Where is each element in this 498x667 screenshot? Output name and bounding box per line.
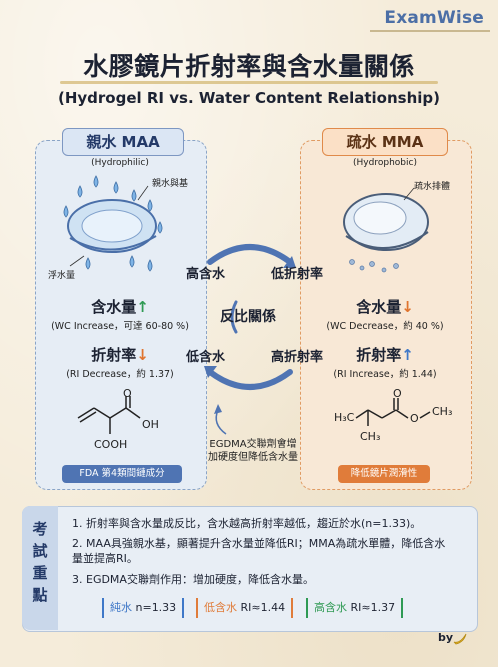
banana-icon xyxy=(453,633,467,645)
page-title: 水膠鏡片折射率與含水量關係 xyxy=(83,52,415,81)
key-point-3: 3. EGDMA交聯劑作用：增加硬度，降低含水量。 xyxy=(72,573,314,586)
chip-low-water-value: RI≈1.44 xyxy=(240,601,286,614)
mma-structure xyxy=(355,398,431,426)
cycle-high-water: 高含水 xyxy=(186,267,226,282)
left-wc-row: 含水量↑ xyxy=(35,296,205,317)
hydrophilic-tag: FDA 第4類間鏈成分 xyxy=(62,465,182,483)
cycle-center-inverse: 反比關係 xyxy=(220,309,276,325)
right-wc-label: 含水量 xyxy=(356,298,402,316)
maa-cooh-label: COOH xyxy=(94,438,128,451)
hydrophobic-lens-illustration xyxy=(343,187,429,273)
maa-oh-label: OH xyxy=(142,418,159,431)
left-wc-note: (WC Increase，可達 60-80 %) xyxy=(51,321,189,332)
hydrophilic-lens-illustration xyxy=(63,175,163,272)
left-wc-label: 含水量 xyxy=(91,298,137,316)
brand-logo: ExamWise xyxy=(384,8,484,28)
left-ri-label: 折射率 xyxy=(91,346,137,364)
inverse-relationship-cycle xyxy=(207,244,293,390)
key-point-1: 1. 折射率與含水量成反比，含水越高折射率越低，趨近於水(n=1.33)。 xyxy=(72,517,422,530)
left-ri-note: (RI Decrease，約 1.37) xyxy=(66,369,174,380)
hydrophobic-group-label: 疏水排體 xyxy=(414,182,451,192)
chip-pure-water: 純水 n=1.33 xyxy=(102,598,185,618)
chip-high-water: 高含水 RI≈1.37 xyxy=(306,598,404,618)
key-heading-char-4: 點 xyxy=(32,586,48,604)
right-wc-row: 含水量↓ xyxy=(300,296,470,317)
chip-pure-water-key: 純水 xyxy=(110,601,132,614)
hydrophilic-title: 親水 MAA xyxy=(62,128,184,156)
mma-h3c-label: H₃C xyxy=(334,411,355,424)
right-wc-note: (WC Decrease，約 40 %) xyxy=(326,321,444,332)
chip-pure-water-value: n=1.33 xyxy=(135,601,177,614)
left-ri-arrow: ↓ xyxy=(136,346,149,364)
right-ri-note: (RI Increase，約 1.44) xyxy=(333,369,437,380)
cycle-low-ri: 低折射率 xyxy=(271,267,324,282)
right-wc-arrow: ↓ xyxy=(401,298,414,316)
mma-o-top-label: O xyxy=(393,387,402,400)
egdma-note: EGDMA交聯劑會增加硬度但降低含水量 xyxy=(208,439,298,463)
chip-low-water-key: 低含水 xyxy=(204,601,237,614)
right-ri-label: 折射率 xyxy=(356,346,402,364)
maa-structure xyxy=(77,396,141,434)
hydrophilic-panel xyxy=(35,140,207,490)
cycle-arrowheads xyxy=(204,256,296,378)
key-heading-char-1: 考 xyxy=(32,520,48,538)
key-points-tab xyxy=(22,506,58,630)
byline: by xyxy=(438,631,454,644)
mma-ch3-bottom-label: CH₃ xyxy=(360,430,381,443)
hydrophilic-group-label: 親水與基 xyxy=(152,179,189,189)
hydrophilic-subtitle: (Hydrophilic) xyxy=(91,158,149,168)
maa-o-label: O xyxy=(123,387,132,400)
cycle-high-ri: 高折射率 xyxy=(271,350,324,365)
chip-high-water-key: 高含水 xyxy=(314,601,347,614)
hydrophobic-tag: 降低鏡片潤滑性 xyxy=(338,465,430,483)
hydrophobic-title: 疏水 MMA xyxy=(322,128,448,156)
chip-high-water-value: RI≈1.37 xyxy=(350,601,396,614)
chip-low-water: 低含水 RI≈1.44 xyxy=(196,598,294,618)
page-subtitle: (Hydrogel RI vs. Water Content Relations… xyxy=(57,89,440,107)
float-water-label: 浮水量 xyxy=(48,271,76,281)
hydrophobic-subtitle: (Hydrophobic) xyxy=(353,158,417,168)
key-heading-char-3: 重 xyxy=(32,564,48,582)
left-ri-row: 折射率↓ xyxy=(35,344,205,365)
left-wc-arrow: ↑ xyxy=(136,298,149,316)
cycle-low-water: 低含水 xyxy=(186,350,226,365)
egdma-pointer-arrow xyxy=(215,409,227,435)
mma-ch3-right-label: CH₃ xyxy=(432,405,453,418)
brand-divider xyxy=(370,30,490,32)
right-ri-arrow: ↑ xyxy=(401,346,414,364)
title-underline xyxy=(60,81,438,84)
mma-o-label: O xyxy=(410,412,419,425)
key-point-2: 2. MAA具強親水基，顯著提升含水量並降低RI；MMA為疏水單體，降低含水量並… xyxy=(72,537,446,565)
right-ri-row: 折射率↑ xyxy=(300,344,470,365)
key-heading-char-2: 試 xyxy=(32,542,48,560)
